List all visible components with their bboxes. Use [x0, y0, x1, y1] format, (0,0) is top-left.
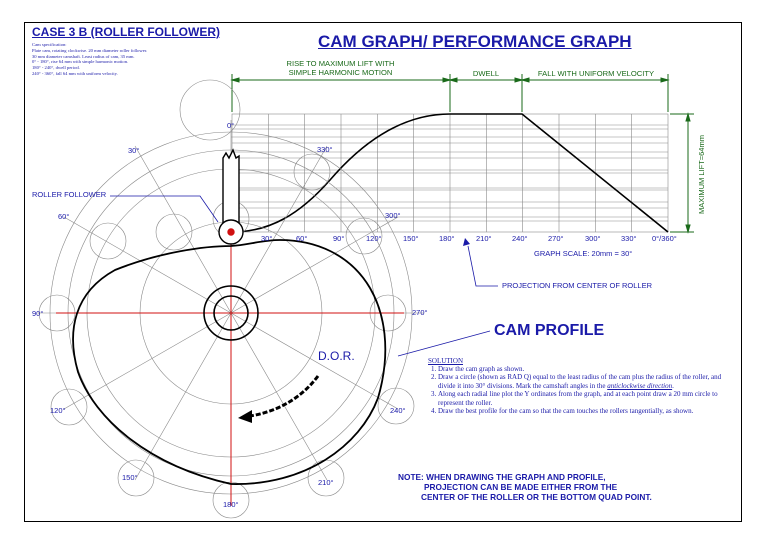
x-tick-label: 120° [366, 234, 382, 243]
spec-line: 240° - 360°, fall 64 mm with uniform vel… [32, 70, 118, 76]
x-tick-label: 180° [439, 234, 455, 243]
solution-steps: Draw the cam graph as shown. Draw a circ… [428, 365, 728, 415]
x-tick-label: 150° [403, 234, 419, 243]
dor-label: D.O.R. [318, 349, 355, 363]
leader-lines [110, 195, 498, 357]
segment-label-dwell: DWELL [472, 69, 500, 78]
segment-dimension-lines [230, 74, 694, 234]
displacement-curve [231, 113, 669, 233]
x-tick-label: 330° [621, 234, 637, 243]
angle-label-180: 180° [223, 500, 239, 509]
x-tick-label: 60° [296, 234, 308, 243]
angle-label-120: 120° [50, 406, 66, 415]
spec-line: Cam specification: [32, 42, 67, 47]
angle-label-0: 0° [227, 121, 235, 130]
direction-of-rotation-arrowhead [238, 410, 252, 423]
angle-label-210: 210° [318, 478, 334, 487]
projection-arrowhead [463, 238, 470, 246]
projection-label: PROJECTION FROM CENTER OF ROLLER [502, 281, 653, 290]
x-tick-label: 300° [585, 234, 601, 243]
angle-label-60: 60° [58, 212, 70, 221]
solution-step: Draw the cam graph as shown. [438, 365, 728, 373]
spec-line: 0° - 180°, rise 64 mm with simple harmon… [32, 59, 129, 65]
case-title: CASE 3 B (ROLLER FOLLOWER) [32, 25, 220, 39]
roller-follower-label: ROLLER FOLLOWER [32, 190, 107, 199]
solution-step: Draw the best profile for the cam so tha… [438, 407, 728, 415]
angle-label-30: 30° [128, 146, 140, 155]
x-tick-label: 30° [261, 234, 273, 243]
x-tick-label: 90° [333, 234, 345, 243]
angle-label-150: 150° [122, 473, 138, 482]
projection-lines [231, 124, 668, 222]
spec-line: 180° - 240°, dwell period. [32, 65, 80, 71]
roller-circles [38, 79, 415, 519]
angle-label-330: 330° [317, 145, 333, 154]
roller-follower [218, 148, 244, 245]
angle-label-90: 90° [32, 309, 44, 318]
note-line: CENTER OF THE ROLLER OR THE BOTTOM QUAD … [421, 492, 652, 502]
cam-specification: Cam specification: Plate cam, rotating c… [32, 42, 147, 77]
cam-profile-title: CAM PROFILE [494, 322, 605, 339]
x-tick-label: 0°/360° [652, 234, 677, 243]
note-line: PROJECTION CAN BE MADE EITHER FROM THE [424, 482, 618, 492]
x-tick-label: 240° [512, 234, 528, 243]
cam-profile-curve [72, 239, 387, 485]
sheet-border [24, 22, 742, 522]
angle-label-300: 300° [385, 211, 401, 220]
segment-label-rise: RISE TO MAXIMUM LIFT WITH SIMPLE HARMONI… [286, 59, 395, 77]
spec-line: 30 mm diameter camshaft. Least radius of… [32, 53, 135, 59]
cam-hub [203, 285, 259, 341]
direction-of-rotation-arrow [249, 375, 320, 418]
x-tick-label: 270° [548, 234, 564, 243]
note-line: NOTE: WHEN DRAWING THE GRAPH AND PROFILE… [398, 472, 606, 482]
cam-graph-grid [231, 113, 669, 233]
graph-scale-label: GRAPH SCALE: 20mm = 30° [534, 249, 633, 258]
center-lines [56, 222, 404, 506]
graph-title: CAM GRAPH/ PERFORMANCE GRAPH [318, 32, 632, 51]
solution-heading: SOLUTION [428, 357, 463, 365]
max-lift-label: MAXIMUM LIFT=64mm [697, 135, 706, 214]
spec-line: Plate cam, rotating clockwise. 20 mm dia… [32, 47, 148, 53]
solution-step: Along each radial line plot the Y ordina… [438, 390, 728, 407]
solution-step: Draw a circle (shown as RAD Q) equal to … [438, 373, 728, 390]
angle-label-270: 270° [412, 308, 428, 317]
angle-label-240: 240° [390, 406, 406, 415]
segment-label-fall: FALL WITH UNIFORM VELOCITY [537, 69, 655, 78]
x-tick-label: 210° [476, 234, 492, 243]
